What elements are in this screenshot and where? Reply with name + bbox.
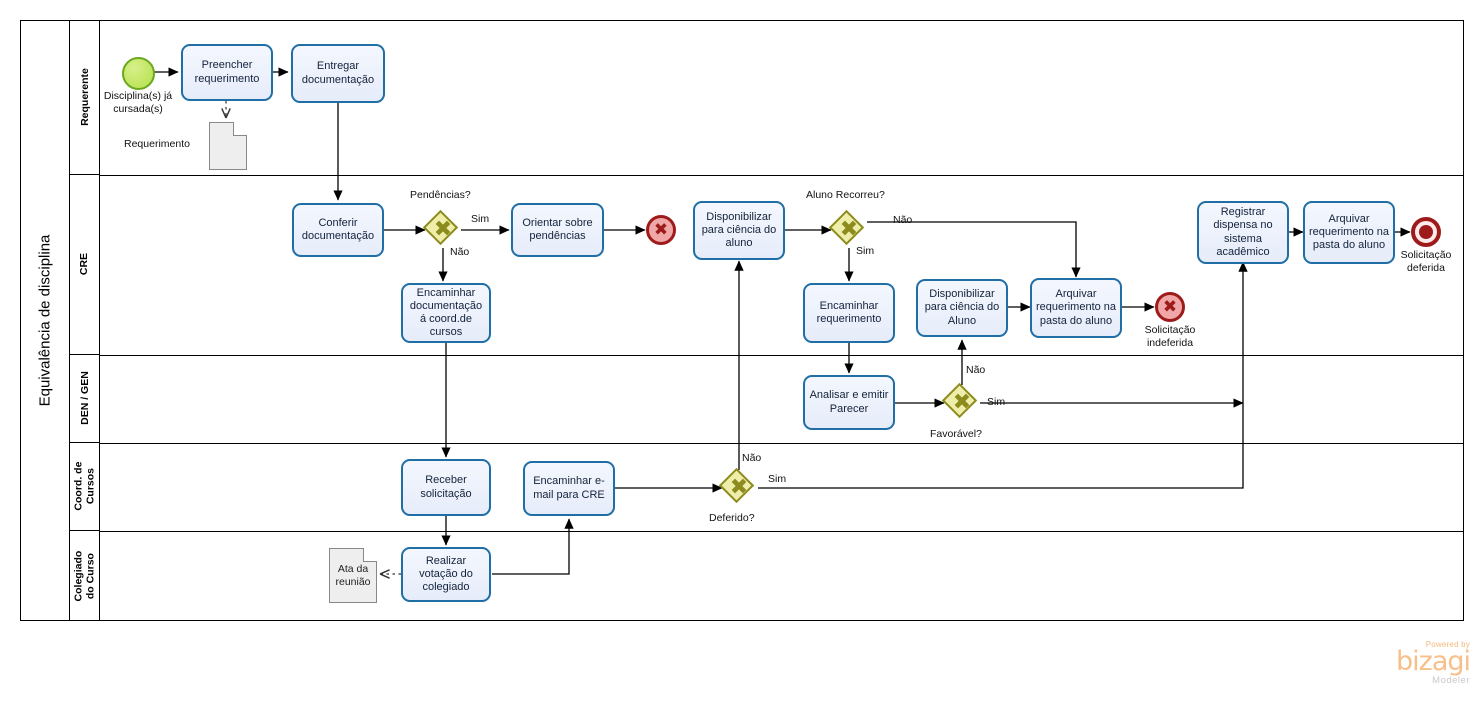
task-arquivar-requerimento-pasta[interactable]: Arquivar requerimento na pasta do aluno xyxy=(1030,278,1122,338)
end-event-solicitacao-deferida[interactable] xyxy=(1411,217,1441,247)
gateway-aluno-recorreu[interactable]: ✖ xyxy=(828,209,867,248)
task-registrar-dispensa-sistema[interactable]: Registrar dispensa no sistema acadêmico xyxy=(1197,201,1289,264)
gateway-exclusive-x-icon: ✖ xyxy=(433,217,453,242)
bizagi-logo: bizagi xyxy=(1396,646,1471,677)
lane-label-cre: CRE xyxy=(78,253,91,276)
task-conferir-documentacao[interactable]: Conferir documentação xyxy=(292,203,384,257)
bizagi-product-label: Modeler xyxy=(1432,674,1470,686)
task-disponibilizar-ciencia-aluno-2[interactable]: Disponibilizar para ciência do Aluno xyxy=(916,279,1008,337)
pool-title-label: Equivalência de disciplina xyxy=(36,234,53,407)
lane-divider-1 xyxy=(100,175,1464,176)
process-pool xyxy=(20,20,1464,621)
lane-divider-3 xyxy=(100,443,1464,444)
gateway-favoravel[interactable]: ✖ xyxy=(941,382,980,421)
flow-label-recorreu-sim: Sim xyxy=(856,245,875,257)
bizagi-branding: Powered by bizagi Modeler xyxy=(1366,640,1471,686)
task-disponibilizar-ciencia-aluno[interactable]: Disponibilizar para ciência do aluno xyxy=(693,201,785,260)
end-event-pendencias[interactable]: ✖ xyxy=(646,215,676,245)
flow-label-recorreu-nao: Não xyxy=(893,214,913,226)
start-event-disciplina-cursada[interactable] xyxy=(122,57,155,90)
data-object-requerimento-label: Requerimento xyxy=(124,138,190,150)
lane-label-den-gen: DEN / GEN xyxy=(78,371,91,426)
lane-label-requerente: Requerente xyxy=(78,68,91,126)
task-encaminhar-email-cre[interactable]: Encaminhar e-mail para CRE xyxy=(523,461,615,516)
task-encaminhar-requerimento[interactable]: Encaminhar requerimento xyxy=(803,283,895,343)
gateway-exclusive-x-icon: ✖ xyxy=(952,390,972,415)
lane-divider-4 xyxy=(100,531,1464,532)
gateway-pendencias-label: Pendências? xyxy=(410,189,471,201)
gateway-favoravel-label: Favorável? xyxy=(930,428,982,440)
powered-by-label: Powered by xyxy=(1425,640,1470,649)
flow-label-pendencias-nao: Não xyxy=(450,246,470,258)
end-event-inner-dot xyxy=(1419,225,1433,239)
gateway-aluno-recorreu-label: Aluno Recorreu? xyxy=(806,189,885,201)
lane-header-den-gen: DEN / GEN xyxy=(70,355,100,443)
flow-label-favoravel-sim: Sim xyxy=(987,396,1006,408)
end-event-solicitacao-indeferida[interactable]: ✖ xyxy=(1155,292,1185,322)
task-orientar-sobre-pendencias[interactable]: Orientar sobre pendências xyxy=(511,203,604,257)
gateway-deferido-label: Deferido? xyxy=(709,512,755,524)
task-arquivar-requerimento-pasta-2[interactable]: Arquivar requerimento na pasta do aluno xyxy=(1303,201,1395,264)
pool-title: Equivalência de disciplina xyxy=(20,20,70,621)
task-preencher-requerimento[interactable]: Preencher requerimento xyxy=(181,44,273,101)
gateway-pendencias[interactable]: ✖ xyxy=(422,209,461,248)
gateway-exclusive-x-icon: ✖ xyxy=(839,217,859,242)
flow-label-pendencias-sim: Sim xyxy=(471,213,490,225)
task-receber-solicitacao[interactable]: Receber solicitação xyxy=(401,459,491,516)
flow-label-favoravel-nao: Não xyxy=(966,364,986,376)
task-encaminhar-documentacao-coord[interactable]: Encaminhar documentação á coord.de curso… xyxy=(401,283,491,343)
end-event-deferida-label: Solicitação deferida xyxy=(1400,249,1452,274)
data-object-ata-reuniao: Ata da reunião xyxy=(329,548,377,603)
task-entregar-documentacao[interactable]: Entregar documentação xyxy=(291,44,385,103)
lane-divider-2 xyxy=(100,355,1464,356)
data-object-requerimento xyxy=(209,122,247,170)
gateway-exclusive-x-icon: ✖ xyxy=(729,475,749,500)
start-event-label: Disciplina(s) já cursada(s) xyxy=(103,90,173,115)
task-analisar-emitir-parecer[interactable]: Analisar e emitir Parecer xyxy=(803,375,895,430)
flow-label-deferido-nao: Não xyxy=(742,452,762,464)
gateway-deferido[interactable]: ✖ xyxy=(718,467,757,506)
end-event-indeferida-label: Solicitação indeferida xyxy=(1144,324,1196,349)
flow-label-deferido-sim: Sim xyxy=(768,473,787,485)
lane-header-cre: CRE xyxy=(70,175,100,355)
task-realizar-votacao-colegiado[interactable]: Realizar votação do colegiado xyxy=(401,547,491,602)
lane-header-requerente: Requerente xyxy=(70,20,100,175)
